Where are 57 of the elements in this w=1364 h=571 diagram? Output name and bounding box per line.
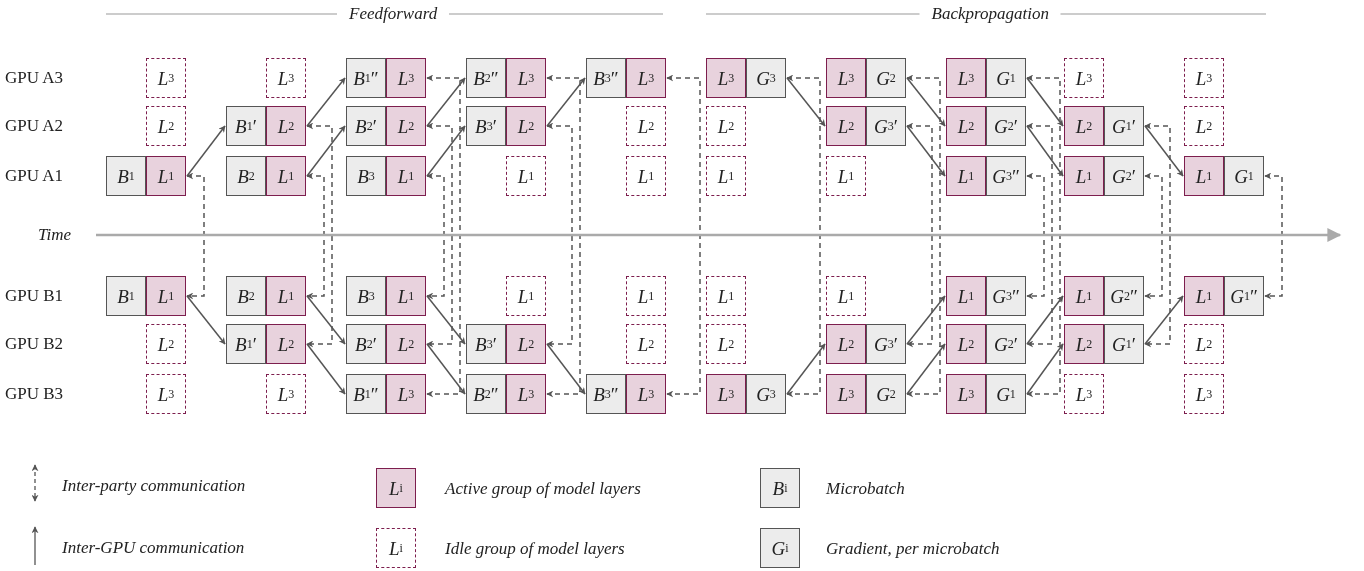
arrow — [906, 77, 946, 127]
section-heading: Backpropagation — [931, 5, 1049, 22]
arrow — [906, 295, 946, 345]
dashed-double-arrow — [906, 74, 941, 398]
arrow — [906, 125, 946, 177]
dashed-double-arrow — [426, 74, 461, 398]
dashed-double-arrow — [186, 172, 205, 300]
dashed-double-arrow — [906, 122, 933, 348]
dashed-double-arrow — [1144, 172, 1163, 300]
row-label: GPU B2 — [5, 335, 64, 352]
arrow — [186, 295, 226, 345]
legend-text: Gradient, per microbatch — [826, 540, 1000, 557]
row-label: GPU A1 — [5, 167, 64, 184]
row-label: GPU A2 — [5, 117, 64, 134]
legend-text: Active group of model layers — [445, 480, 641, 497]
arrow — [426, 295, 466, 345]
arrow — [1144, 295, 1184, 345]
arrow — [1026, 295, 1064, 345]
arrow — [546, 343, 586, 395]
arrow — [1026, 125, 1064, 177]
row-label: GPU B1 — [5, 287, 64, 304]
dashed-double-arrow — [666, 74, 701, 398]
legend-text: Inter-party communication — [62, 477, 246, 494]
arrow — [426, 125, 466, 177]
dashed-double-arrow — [1026, 122, 1053, 348]
arrow — [1026, 343, 1064, 395]
row-label: GPU B3 — [5, 385, 64, 402]
legend-text: Inter-GPU communication — [62, 539, 245, 556]
dashed-double-arrow — [1026, 172, 1045, 300]
arrow — [306, 77, 346, 127]
arrow — [186, 125, 226, 177]
dashed-double-arrow — [786, 74, 821, 398]
arrow — [426, 77, 466, 127]
dashed-double-arrow — [1144, 122, 1171, 348]
axis-label: Time — [38, 226, 72, 243]
arrow — [1144, 125, 1184, 177]
section-heading: Feedforward — [349, 5, 438, 22]
dashed-double-arrow — [546, 122, 573, 348]
row-label: GPU A3 — [5, 69, 64, 86]
dashed-double-arrow — [1026, 74, 1061, 398]
arrow — [426, 343, 466, 395]
arrow — [786, 343, 826, 395]
arrow — [1026, 77, 1064, 127]
arrow — [906, 343, 946, 395]
arrow — [306, 343, 346, 395]
dashed-double-arrow — [306, 172, 325, 300]
dashed-double-arrow — [306, 122, 333, 348]
legend-text: Idle group of model layers — [445, 540, 625, 557]
arrow — [306, 295, 346, 345]
arrow — [546, 77, 586, 127]
dashed-double-arrow — [1264, 172, 1283, 300]
arrow — [306, 125, 346, 177]
legend-text: Microbatch — [826, 480, 905, 497]
dashed-double-arrow — [426, 172, 445, 300]
arrow — [786, 77, 826, 127]
dashed-double-arrow — [426, 122, 453, 348]
dashed-double-arrow — [546, 74, 581, 398]
